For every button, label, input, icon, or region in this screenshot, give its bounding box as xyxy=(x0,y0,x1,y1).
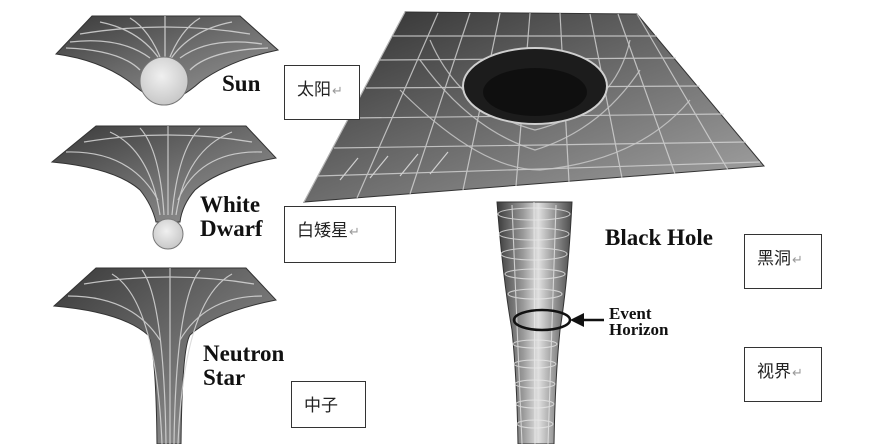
event-horizon-label-line1: Event xyxy=(609,304,652,323)
return-mark: ↵ xyxy=(792,366,803,381)
neutron-star-label-line2: Star xyxy=(203,365,246,390)
return-mark: ↵ xyxy=(349,225,360,240)
black-hole-label-text: Black Hole xyxy=(605,225,713,250)
white-dwarf-well xyxy=(50,125,277,250)
return-mark: ↵ xyxy=(332,84,343,99)
white-dwarf-label: White Dwarf xyxy=(200,193,263,241)
neutron-star-chinese-box: 中子 xyxy=(291,381,366,428)
event-horizon-label-line2: Horizon xyxy=(609,320,669,339)
white-dwarf-label-line1: White xyxy=(200,192,261,217)
white-dwarf-label-line2: Dwarf xyxy=(200,216,263,241)
sun-chinese-box: 太阳↵ xyxy=(284,65,360,120)
sun-label: Sun xyxy=(222,72,260,96)
neutron-star-well xyxy=(52,267,277,444)
neutron-star-label-line1: Neutron xyxy=(203,341,285,366)
return-mark: ↵ xyxy=(792,253,803,268)
white-dwarf-chinese-text: 白矮星 xyxy=(297,221,348,241)
black-hole-well xyxy=(303,11,766,444)
sun-chinese-text: 太阳 xyxy=(297,80,331,100)
horizon-chinese-box: 视界↵ xyxy=(744,347,822,402)
horizon-chinese-text: 视界 xyxy=(757,362,791,382)
white-dwarf-chinese-box: 白矮星↵ xyxy=(284,206,396,263)
neutron-star-chinese-text: 中子 xyxy=(304,396,338,416)
black-hole-chinese-text: 黑洞 xyxy=(757,249,791,269)
neutron-star-label: Neutron Star xyxy=(203,342,284,390)
event-horizon-arrow xyxy=(570,313,604,327)
sun-well xyxy=(54,15,280,106)
black-hole-chinese-box: 黑洞↵ xyxy=(744,234,822,289)
black-hole-label: Black Hole xyxy=(605,226,713,250)
event-horizon-label: Event Horizon xyxy=(609,304,669,339)
sun-label-text: Sun xyxy=(222,71,261,96)
